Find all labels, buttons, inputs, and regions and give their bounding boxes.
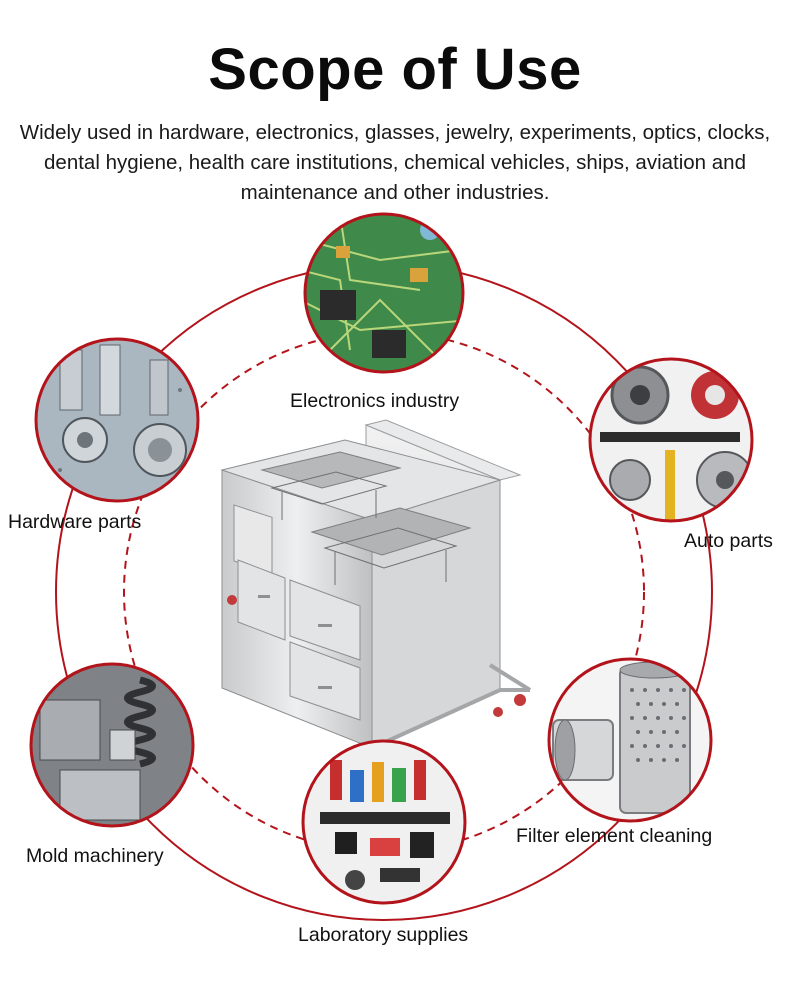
label-electronics-industry: Electronics industry <box>290 390 460 412</box>
label-auto-parts: Auto parts <box>684 530 773 552</box>
page-title: Scope of Use <box>208 37 582 102</box>
label-laboratory-supplies: Laboratory supplies <box>298 924 469 946</box>
label-filter-element-cleaning: Filter element cleaning <box>516 825 713 847</box>
label-hardware-parts: Hardware parts <box>8 511 142 533</box>
metal-parts-photo-icon <box>34 337 200 503</box>
label-mold-machinery: Mold machinery <box>26 845 164 867</box>
ultrasonic-cleaner-machine-icon <box>220 419 532 757</box>
filter-element-photo-icon <box>547 657 713 823</box>
circuit-board-photo-icon <box>303 212 465 374</box>
auto-parts-photo-icon <box>588 357 754 523</box>
mold-machinery-photo-icon <box>29 662 195 828</box>
page-description: Widely used in hardware, electronics, gl… <box>19 121 771 204</box>
lab-supplies-photo-icon <box>301 739 467 905</box>
